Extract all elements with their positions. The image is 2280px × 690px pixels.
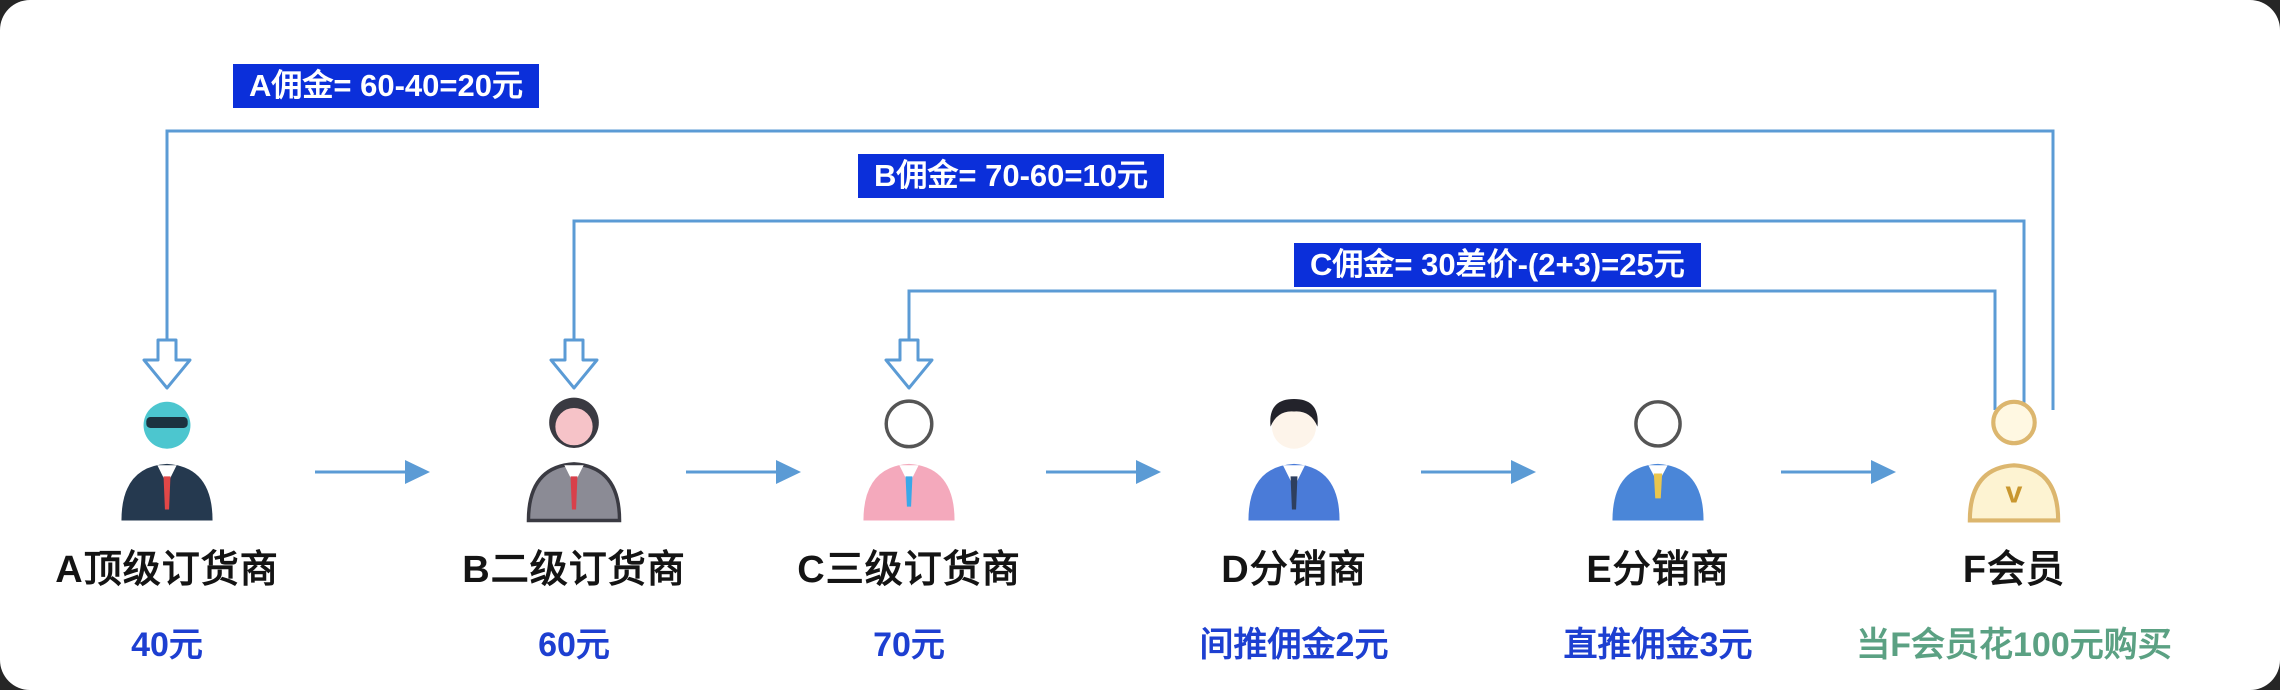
node-commission: 间推佣金2元 (1199, 626, 1389, 664)
node-f: v F会员 当F会员花100元购买 (1814, 388, 2214, 666)
node-price: 60元 (538, 626, 610, 664)
down-arrow-c-icon (884, 338, 934, 390)
node-c: C三级订货商 70元 (709, 388, 1109, 666)
node-commission: 直推佣金3元 (1563, 626, 1753, 664)
node-name: B二级订货商 (462, 549, 686, 591)
commission-label-a: A佣金= 60-40=20元 (233, 64, 539, 108)
node-a: A顶级订货商 40元 (0, 388, 367, 666)
node-name: F会员 (1962, 549, 2066, 591)
down-arrow-b-icon (549, 338, 599, 390)
blue-suit-person-icon (1612, 400, 1704, 521)
node-e: E分销商 直推佣金3元 (1458, 388, 1858, 666)
node-name: D分销商 (1221, 549, 1367, 591)
node-name: A顶级订货商 (55, 549, 279, 591)
node-name: E分销商 (1586, 549, 1730, 591)
node-name: C三级订货商 (797, 549, 1021, 591)
pink-suit-person-icon (863, 399, 955, 521)
commission-label-c: C佣金= 30差价-(2+3)=25元 (1294, 243, 1701, 287)
vip-member-icon: v (1967, 399, 2061, 523)
node-d: D分销商 间推佣金2元 (1094, 388, 1494, 666)
node-b: B二级订货商 60元 (374, 388, 774, 666)
businessman-sunglasses-icon (121, 401, 213, 521)
commission-label-b: B佣金= 70-60=10元 (858, 154, 1164, 198)
node-purchase-note: 当F会员花100元购买 (1856, 626, 2172, 664)
svg-text:v: v (2006, 477, 2023, 510)
down-arrow-a-icon (142, 338, 192, 390)
gray-suit-person-icon (526, 397, 622, 523)
node-price: 40元 (131, 626, 203, 664)
node-price: 70元 (873, 626, 945, 664)
blue-suit-man-icon (1248, 399, 1340, 521)
